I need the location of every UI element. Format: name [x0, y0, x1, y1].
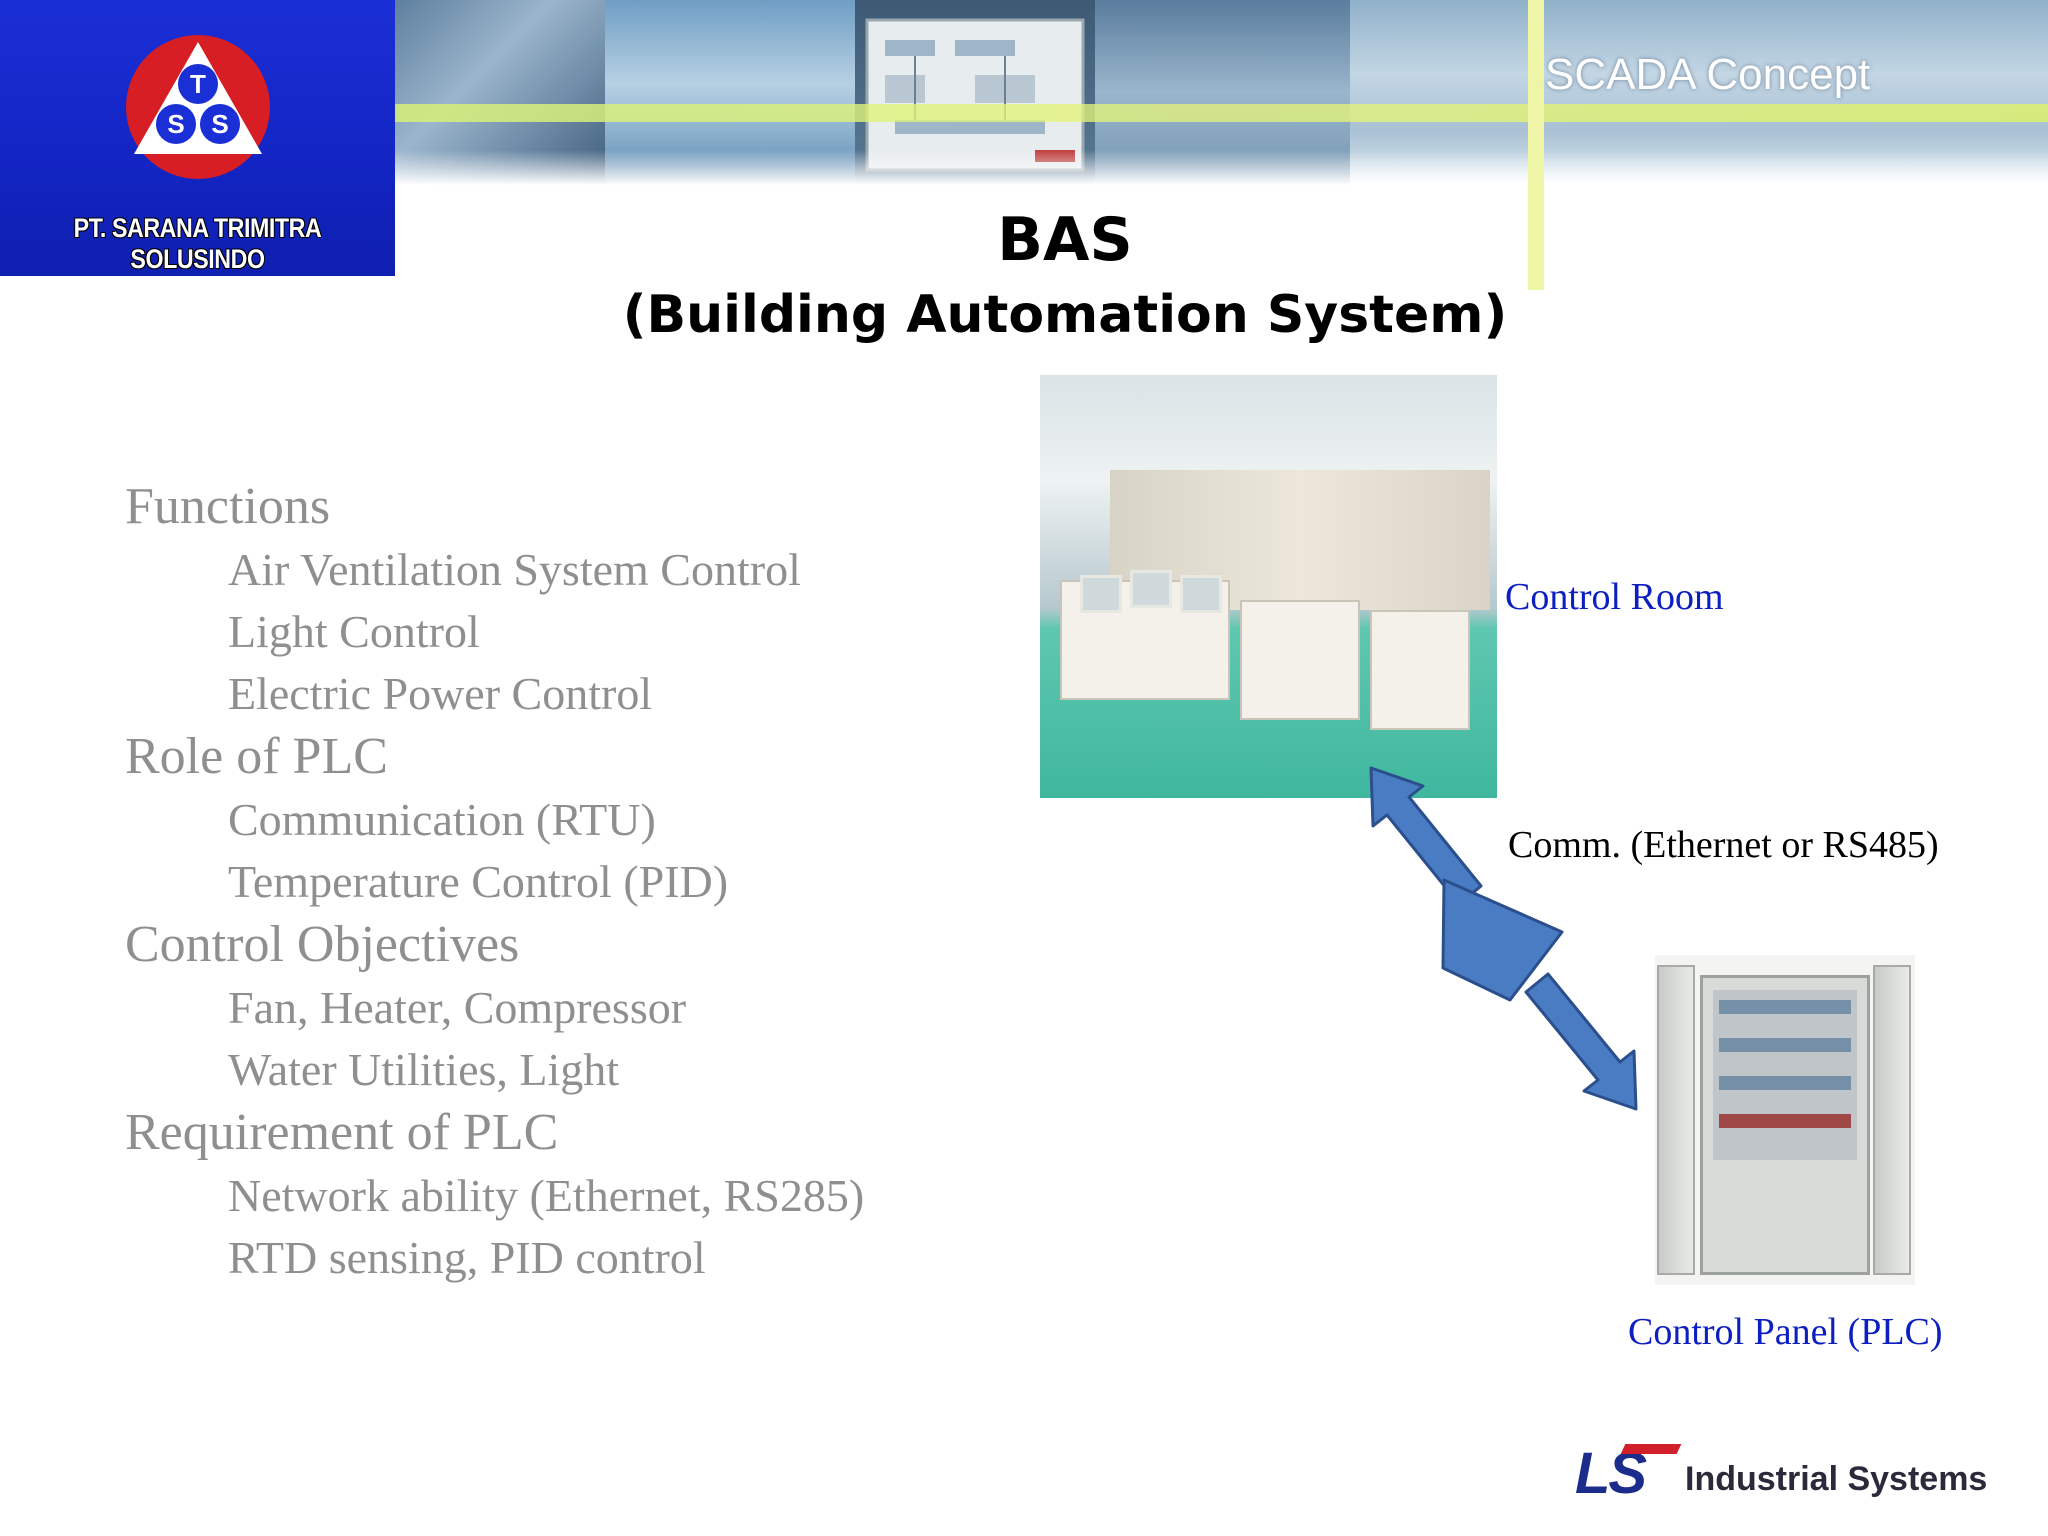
double-arrow-icon	[1369, 766, 1638, 1111]
cabinet-door-left	[1657, 965, 1695, 1275]
cabinet-door-right	[1873, 965, 1911, 1275]
section-heading-control-objectives: Control Objectives	[125, 916, 520, 973]
section-heading-requirement-of-plc: Requirement of PLC	[125, 1104, 559, 1161]
monitor-icon	[1180, 575, 1222, 613]
din-rail	[1719, 1038, 1851, 1052]
din-rail	[1719, 1000, 1851, 1014]
din-rail	[1719, 1076, 1851, 1090]
list-item: Light Control	[228, 606, 480, 657]
list-item: Communication (RTU)	[228, 794, 656, 845]
control-room-desk	[1370, 610, 1470, 730]
banner-yellow-strip	[1528, 0, 1544, 290]
company-name: PT. SARANA TRIMITRA SOLUSINDO	[73, 213, 322, 274]
control-room-label: Control Room	[1505, 576, 1724, 618]
monitor-icon	[1080, 575, 1122, 613]
ls-brand-text: Industrial Systems	[1685, 1460, 1988, 1498]
monitor-icon	[1130, 570, 1172, 608]
header-banner	[395, 0, 2048, 185]
section-label: SCADA Concept	[1545, 50, 1871, 99]
cabinet-body	[1700, 975, 1870, 1275]
slide-subtitle: (Building Automation System)	[622, 285, 1508, 345]
company-logo: T S S PT. SARANA TRIMITRA SOLUSINDO	[0, 0, 395, 276]
comm-label: Comm. (Ethernet or RS485)	[1508, 824, 1939, 866]
section-heading-functions: Functions	[125, 478, 331, 535]
list-item: Network ability (Ethernet, RS285)	[228, 1170, 865, 1221]
bullet-list: Functions Air Ventilation System Control…	[125, 476, 1025, 1290]
logo-letter-s2: S	[211, 109, 228, 139]
banner-yellow-band	[395, 104, 2048, 122]
logo-letter-s1: S	[167, 109, 184, 139]
control-panel-image	[1655, 955, 1915, 1285]
list-item: Water Utilities, Light	[228, 1044, 620, 1095]
ls-industrial-logo: LS Industrial Systems	[1575, 1440, 1995, 1506]
tss-logo-icon: T S S	[126, 35, 270, 179]
list-item: Fan, Heater, Compressor	[228, 982, 687, 1033]
list-item: Air Ventilation System Control	[228, 544, 801, 595]
list-item: RTD sensing, PID control	[228, 1232, 706, 1283]
banner-fade	[395, 150, 2048, 185]
list-item: Electric Power Control	[228, 668, 653, 719]
cabinet-interior	[1713, 990, 1857, 1160]
control-room-desk	[1240, 600, 1360, 720]
section-heading-role-of-plc: Role of PLC	[125, 728, 388, 785]
control-panel-label: Control Panel (PLC)	[1628, 1311, 1943, 1353]
ls-swoosh-icon	[1620, 1444, 1682, 1454]
slide-title: BAS	[997, 205, 1133, 275]
din-rail	[1719, 1114, 1851, 1128]
control-room-image	[1040, 375, 1497, 798]
list-item: Temperature Control (PID)	[228, 856, 729, 907]
logo-letter-t: T	[190, 69, 206, 99]
